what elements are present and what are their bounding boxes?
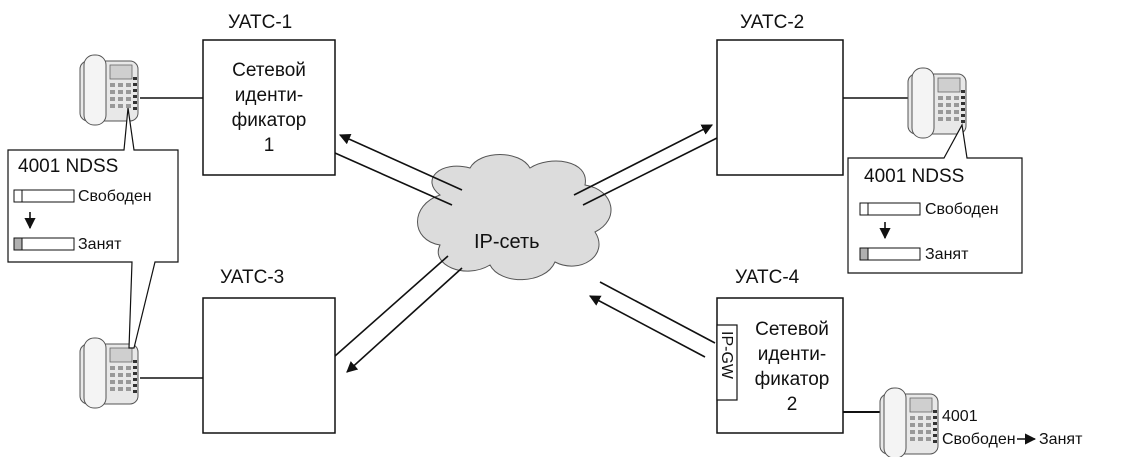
extension-status: 4001 Свободен Занят: [942, 408, 1083, 448]
pbx-1-line-2: иденти-: [235, 85, 303, 106]
ip-network-cloud: IP-сеть: [417, 154, 612, 281]
pbx-4-line-4: 2: [787, 394, 798, 415]
pbx-4-title: УАТС-4: [735, 267, 800, 288]
pbx-1: УАТС-1 Сетевой иденти- фикатор 1: [202, 12, 336, 176]
extension-number: 4001: [942, 408, 978, 425]
pbx-1-line-3: фикатор: [232, 110, 307, 131]
pbx-3-title: УАТС-3: [220, 267, 284, 288]
phone-icon: [879, 387, 939, 457]
link-arrows: [334, 124, 718, 373]
ip-gateway-label: IP-GW: [718, 331, 735, 380]
ndss-right-state-busy: Занят: [925, 246, 969, 263]
arrow-to-pbx3: [346, 267, 463, 373]
line-pbx2: [582, 137, 718, 206]
pbx-4: УАТС-4 IP-GW Сетевой иденти- фикатор 2: [716, 267, 844, 434]
pbx-1-line-1: Сетевой: [232, 60, 306, 81]
extension-to-state: Занят: [1039, 431, 1083, 448]
pbx-2: УАТС-2: [716, 12, 844, 176]
phone-icon: [907, 67, 967, 139]
ip-gateway-box: [716, 324, 738, 401]
ndss-callout-left: 4001 NDSS Свободен Занят: [7, 107, 179, 349]
line-pbx1: [334, 152, 453, 206]
ndss-left-lamp-busy: [13, 237, 75, 251]
ndss-right-state-free: Свободен: [925, 201, 999, 218]
ndss-callout-right: 4001 NDSS Свободен Занят: [847, 123, 1023, 274]
line-pbx3: [334, 255, 449, 357]
pbx-3-box: [202, 297, 336, 434]
pbx-4-line-3: фикатор: [755, 369, 830, 390]
arrow-to-pbx1: [338, 134, 463, 191]
extension-from-state: Свободен: [942, 431, 1016, 448]
pbx-3: УАТС-3: [202, 267, 336, 434]
ndss-right-lamp-free: [859, 202, 921, 216]
ndss-left-title: 4001 NDSS: [18, 156, 118, 177]
pbx-4-line-2: иденти-: [758, 344, 826, 365]
pbx-1-title: УАТС-1: [228, 12, 292, 33]
pbx-4-line-1: Сетевой: [755, 319, 829, 340]
arrow-from-pbx4: [589, 295, 706, 358]
ndss-left-lamp-free: [13, 189, 75, 203]
arrow-to-pbx2: [573, 124, 713, 196]
pbx-1-line-4: 1: [264, 135, 275, 156]
ndss-right-lamp-busy: [859, 247, 921, 261]
pbx-4-box: [716, 297, 844, 434]
ndss-left-state-free: Свободен: [78, 188, 152, 205]
ndss-right-title: 4001 NDSS: [864, 166, 964, 187]
pbx-1-box: [202, 39, 336, 176]
cloud-label: IP-сеть: [474, 231, 540, 253]
pbx-2-box: [716, 39, 844, 176]
ndss-left-state-busy: Занят: [78, 236, 122, 253]
pbx-2-title: УАТС-2: [740, 12, 804, 33]
line-pbx4: [599, 281, 716, 344]
